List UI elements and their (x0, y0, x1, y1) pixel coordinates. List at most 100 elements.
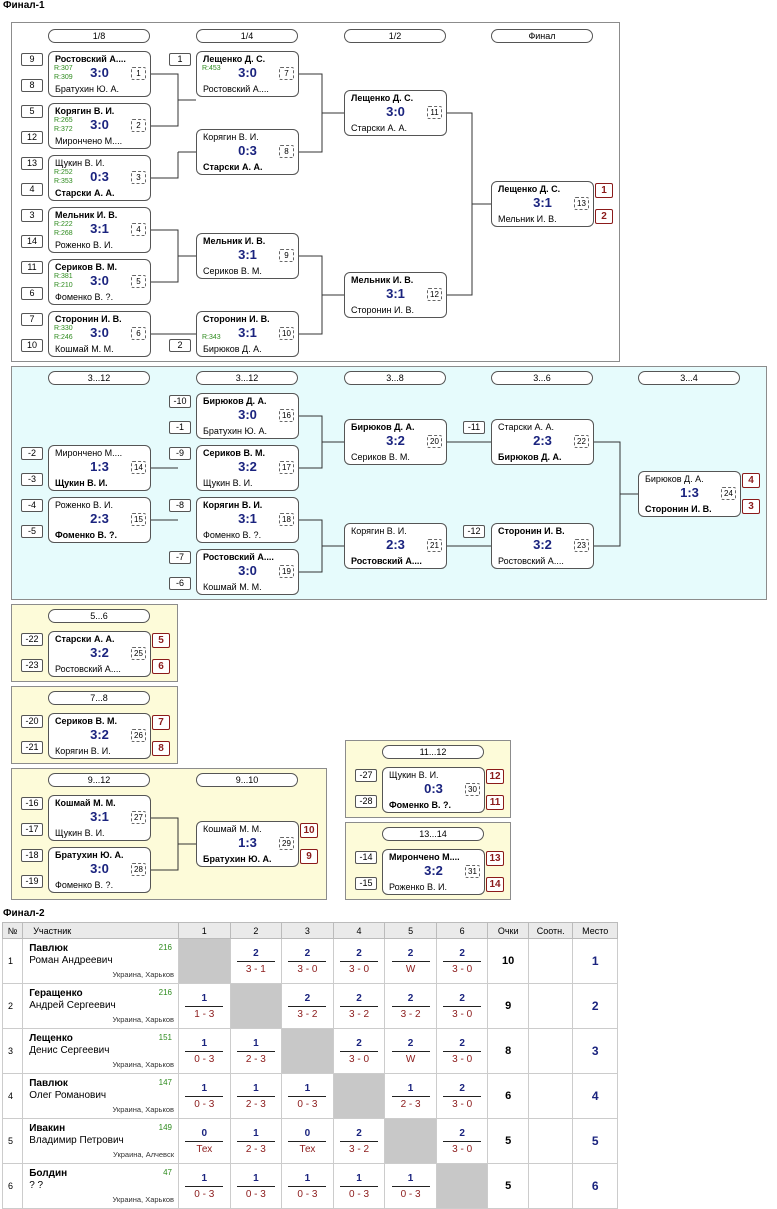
match-score: 3:2 (386, 433, 405, 448)
match-score: 0:3 (424, 781, 443, 796)
match-card[interactable]: Кошмай М. М. 1:3 29 Братухин Ю. А. (196, 821, 299, 867)
result-divider (443, 1140, 482, 1142)
place-box: 6 (152, 659, 170, 674)
result-divider (288, 1140, 327, 1142)
match-card[interactable]: Сериков В. М. 3:2 26 Корягин В. И. (48, 713, 151, 759)
final2-title: Финал-2 (3, 908, 45, 919)
result-cell-self (177, 938, 231, 984)
participant-surname: Павлюк (29, 1078, 68, 1089)
match-card[interactable]: Кошмай М. М. 3:1 27 Щукин В. И. (48, 795, 151, 841)
seed-box: -9 (169, 447, 191, 460)
match-card[interactable]: Сторонин И. В. R:330 R:246 3:0 6 Кошмай … (48, 311, 151, 357)
match-card[interactable]: Корягин В. И. 3:1 18 Фоменко В. ?. (196, 497, 299, 543)
result-cell-self (281, 1028, 334, 1074)
place-box: 7 (152, 715, 170, 730)
result-divider (391, 1095, 430, 1097)
match-card[interactable]: Лещенко Д. С. R:453 3:0 7 Ростовский А..… (196, 51, 299, 97)
match-card[interactable]: Сериков В. М. R:381 R:210 3:0 5 Фоменко … (48, 259, 151, 305)
match-number: 14 (131, 461, 146, 474)
seed-box: 7 (21, 313, 43, 326)
participant-surname: Болдин (29, 1168, 68, 1179)
match-card[interactable]: Мельник И. В. 3:1 12 Сторонин И. В. (344, 272, 447, 318)
match-card[interactable]: Сторонин И. В. 3:2 23 Ростовский А.... (491, 523, 594, 569)
result-points: 2 (356, 1037, 362, 1049)
points-cell: 10 (487, 938, 529, 984)
match-card[interactable]: Мирончено М.... 1:3 14 Щукин В. И. (48, 445, 151, 491)
match-card[interactable]: Ростовский А.... R:307 R:309 3:0 1 Брату… (48, 51, 151, 97)
seed-box: -7 (169, 551, 191, 564)
player-2-name: Братухин Ю. А. (203, 426, 268, 436)
match-score: 3:0 (90, 861, 109, 876)
result-points: 1 (201, 992, 208, 1004)
match-card[interactable]: Братухин Ю. А. 3:0 28 Фоменко В. ?. (48, 847, 151, 893)
player-1-name: Кошмай М. М. (203, 824, 262, 834)
match-score: 1:3 (90, 459, 109, 474)
match-card[interactable]: Корягин В. И. R:265 R:372 3:0 2 Мирончен… (48, 103, 151, 149)
match-card[interactable]: Бирюков Д. А. 1:3 24 Сторонин И. В. (638, 471, 741, 517)
result-score: Тех (196, 1143, 213, 1155)
match-number: 26 (131, 729, 146, 742)
match-card[interactable]: Бирюков Д. А. 3:0 16 Братухин Ю. А. (196, 393, 299, 439)
player-2-name: Щукин В. И. (203, 478, 253, 488)
player-1-name: Лещенко Д. С. (498, 184, 561, 194)
result-points: 1 (407, 1082, 414, 1094)
seed-box: 14 (21, 235, 43, 248)
result-points: 1 (253, 1127, 259, 1139)
match-card[interactable]: Старски А. А. 2:3 22 Бирюков Д. А. (491, 419, 594, 465)
match-card[interactable]: Бирюков Д. А. 3:2 20 Сериков В. М. (344, 419, 447, 465)
col-header-6: 6 (435, 922, 489, 939)
match-score: 1:3 (680, 485, 699, 500)
match-card[interactable]: Сторонин И. В. R:343 3:1 10 Бирюков Д. А… (196, 311, 299, 357)
match-score: 3:2 (90, 727, 109, 742)
player-1-name: Мельник И. В. (351, 275, 414, 285)
player-2-name: Ростовский А.... (498, 556, 564, 566)
seed-box: -20 (21, 715, 43, 728)
match-card[interactable]: Мельник И. В. 3:1 9 Сериков В. М. (196, 233, 299, 279)
match-card[interactable]: Корягин В. И. 0:3 8 Старски А. А. (196, 129, 299, 175)
match-card[interactable]: Щукин В. И. 0:3 30 Фоменко В. ?. (382, 767, 485, 813)
player-1-name: Сериков В. М. (55, 716, 117, 726)
match-card[interactable]: Мирончено М.... 3:2 31 Роженко В. И. (382, 849, 485, 895)
result-score: Тех (299, 1143, 316, 1155)
participant-surname: Павлюк (29, 943, 68, 954)
match-card[interactable]: Щукин В. И. R:252 R:353 0:3 3 Старски А.… (48, 155, 151, 201)
match-score: 2:3 (90, 511, 109, 526)
result-score: 3 - 0 (452, 1053, 473, 1065)
seed-box: -17 (21, 823, 43, 836)
match-card[interactable]: Лещенко Д. С. 3:1 13 Мельник И. В. (491, 181, 594, 227)
match-score: 3:1 (238, 325, 257, 340)
result-score: 0 - 3 (400, 1188, 421, 1200)
player-2-name: Фоменко В. ?. (55, 530, 118, 540)
match-card[interactable]: Сериков В. М. 3:2 17 Щукин В. И. (196, 445, 299, 491)
match-card[interactable]: Корягин В. И. 2:3 21 Ростовский А.... (344, 523, 447, 569)
result-score: 3 - 1 (245, 963, 266, 975)
seed-box: 8 (21, 79, 43, 92)
match-card[interactable]: Лещенко Д. С. 3:0 11 Старски А. А. (344, 90, 447, 136)
points-cell: 5 (487, 1163, 529, 1209)
result-points: 2 (407, 947, 414, 959)
player-1-rating: R:381 (54, 273, 73, 280)
match-card[interactable]: Ростовский А.... 3:0 19 Кошмай М. М. (196, 549, 299, 595)
row-number: 1 (1, 938, 24, 984)
match-score: 1:3 (238, 835, 257, 850)
match-card[interactable]: Роженко В. И. 2:3 15 Фоменко В. ?. (48, 497, 151, 543)
table-header-row: № Участник 1 2 3 4 5 6 Очки Соотн. Место (1, 922, 618, 939)
match-card[interactable]: Старски А. А. 3:2 25 Ростовский А.... (48, 631, 151, 677)
seed-box: -18 (21, 849, 43, 862)
match-card[interactable]: Мельник И. В. R:222 R:268 3:1 4 Роженко … (48, 207, 151, 253)
seed-box: -15 (355, 877, 377, 890)
result-points: 2 (407, 1037, 414, 1049)
match-score: 3:1 (533, 195, 552, 210)
